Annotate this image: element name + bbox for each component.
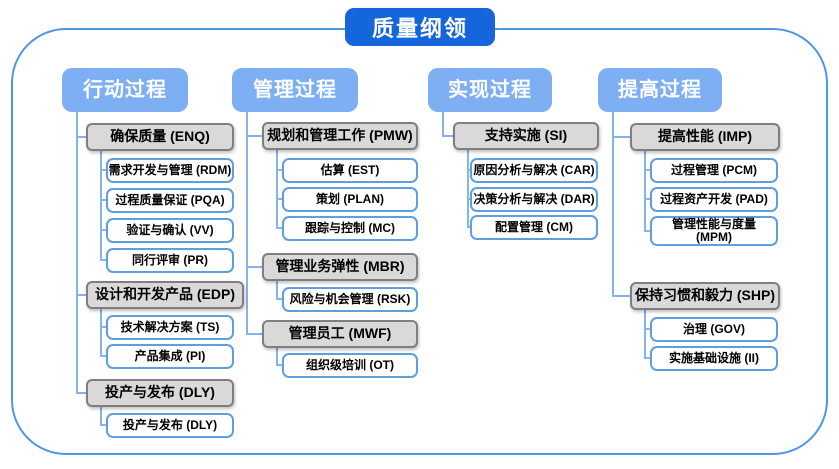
connector-col1-enq <box>76 136 86 138</box>
connector-col3-trunk <box>442 112 444 137</box>
item-ts: 技术解决方案 (TS) <box>106 315 234 340</box>
connector-enq-trunk <box>100 151 102 261</box>
diagram-title: 质量纲领 <box>345 8 495 46</box>
connector-pmw-mc <box>276 227 282 229</box>
connector-imp-mpm <box>644 230 650 232</box>
header-implementation-process: 实现过程 <box>428 68 552 112</box>
connector-enq-rdm <box>100 169 106 171</box>
item-pr: 同行评审 (PR) <box>106 248 234 273</box>
connector-mbr-rsk <box>276 298 282 300</box>
connector-imp-trunk <box>644 151 646 232</box>
connector-imp-pcm <box>644 169 650 171</box>
group-mwf: 管理员工 (MWF) <box>262 320 418 348</box>
item-gov: 治理 (GOV) <box>650 317 778 342</box>
connector-col4-shp <box>612 295 630 297</box>
header-improvement-process: 提高过程 <box>598 68 722 112</box>
item-dar: 决策分析与解决 (DAR) <box>470 187 598 212</box>
item-vv: 验证与确认 (VV) <box>106 218 234 243</box>
item-pad: 过程资产开发 (PAD) <box>650 187 778 212</box>
connector-pmw-trunk <box>276 150 278 229</box>
group-imp: 提高性能 (IMP) <box>630 123 780 151</box>
item-mc: 跟踪与控制 (MC) <box>282 216 418 241</box>
connector-edp-ts <box>100 326 106 328</box>
connector-col4-trunk <box>612 112 614 297</box>
connector-col4-imp <box>612 136 630 138</box>
item-cm: 配置管理 (CM) <box>470 215 598 240</box>
connector-shp-trunk <box>644 310 646 359</box>
connector-enq-pqa <box>100 199 106 201</box>
connector-imp-pad <box>644 198 650 200</box>
item-mpm: 管理性能与度量 (MPM) <box>650 216 778 246</box>
connector-dly-trunk <box>100 407 102 426</box>
connector-edp-trunk <box>100 309 102 357</box>
connector-si-trunk <box>467 150 469 228</box>
item-pqa: 过程质量保证 (PQA) <box>106 188 234 213</box>
connector-si-dar <box>467 198 472 200</box>
connector-col1-edp <box>76 294 86 296</box>
group-shp: 保持习惯和毅力 (SHP) <box>630 282 780 310</box>
item-rsk: 风险与机会管理 (RSK) <box>282 287 418 312</box>
item-pi: 产品集成 (PI) <box>106 344 234 369</box>
connector-col1-dly <box>76 392 86 394</box>
item-rdm: 需求开发与管理 (RDM) <box>106 158 234 183</box>
connector-col2-trunk <box>246 112 248 335</box>
connector-enq-vv <box>100 229 106 231</box>
item-dly: 投产与发布 (DLY) <box>106 413 234 438</box>
connector-col2-mwf <box>246 333 262 335</box>
connector-col2-pmw <box>246 135 262 137</box>
item-est: 估算 (EST) <box>282 158 418 183</box>
connector-si-car <box>467 169 472 171</box>
connector-shp-ii <box>644 357 650 359</box>
item-ot: 组织级培训 (OT) <box>282 353 418 378</box>
connector-mbr-trunk <box>276 281 278 300</box>
connector-enq-pr <box>100 259 106 261</box>
group-mbr: 管理业务弹性 (MBR) <box>262 253 418 281</box>
item-plan: 策划 (PLAN) <box>282 187 418 212</box>
connector-si-cm <box>467 226 472 228</box>
group-edp: 设计和开发产品 (EDP) <box>86 281 244 309</box>
header-management-process: 管理过程 <box>232 68 358 112</box>
connector-col2-mbr <box>246 266 262 268</box>
group-enq: 确保质量 (ENQ) <box>86 123 234 151</box>
connector-shp-gov <box>644 328 650 330</box>
group-si: 支持实施 (SI) <box>453 122 599 150</box>
connector-edp-pi <box>100 355 106 357</box>
header-action-process: 行动过程 <box>62 68 188 112</box>
item-pcm: 过程管理 (PCM) <box>650 158 778 183</box>
group-dly: 投产与发布 (DLY) <box>86 379 234 407</box>
connector-pmw-plan <box>276 198 282 200</box>
connector-col1-trunk <box>76 112 78 394</box>
connector-dly-dly <box>100 424 106 426</box>
group-pmw: 规划和管理工作 (PMW) <box>262 122 418 150</box>
connector-pmw-est <box>276 169 282 171</box>
connector-col3-si <box>442 135 453 137</box>
item-car: 原因分析与解决 (CAR) <box>470 158 598 183</box>
item-ii: 实施基础设施 (II) <box>650 346 778 371</box>
connector-mwf-ot <box>276 364 282 366</box>
connector-mwf-trunk <box>276 348 278 366</box>
